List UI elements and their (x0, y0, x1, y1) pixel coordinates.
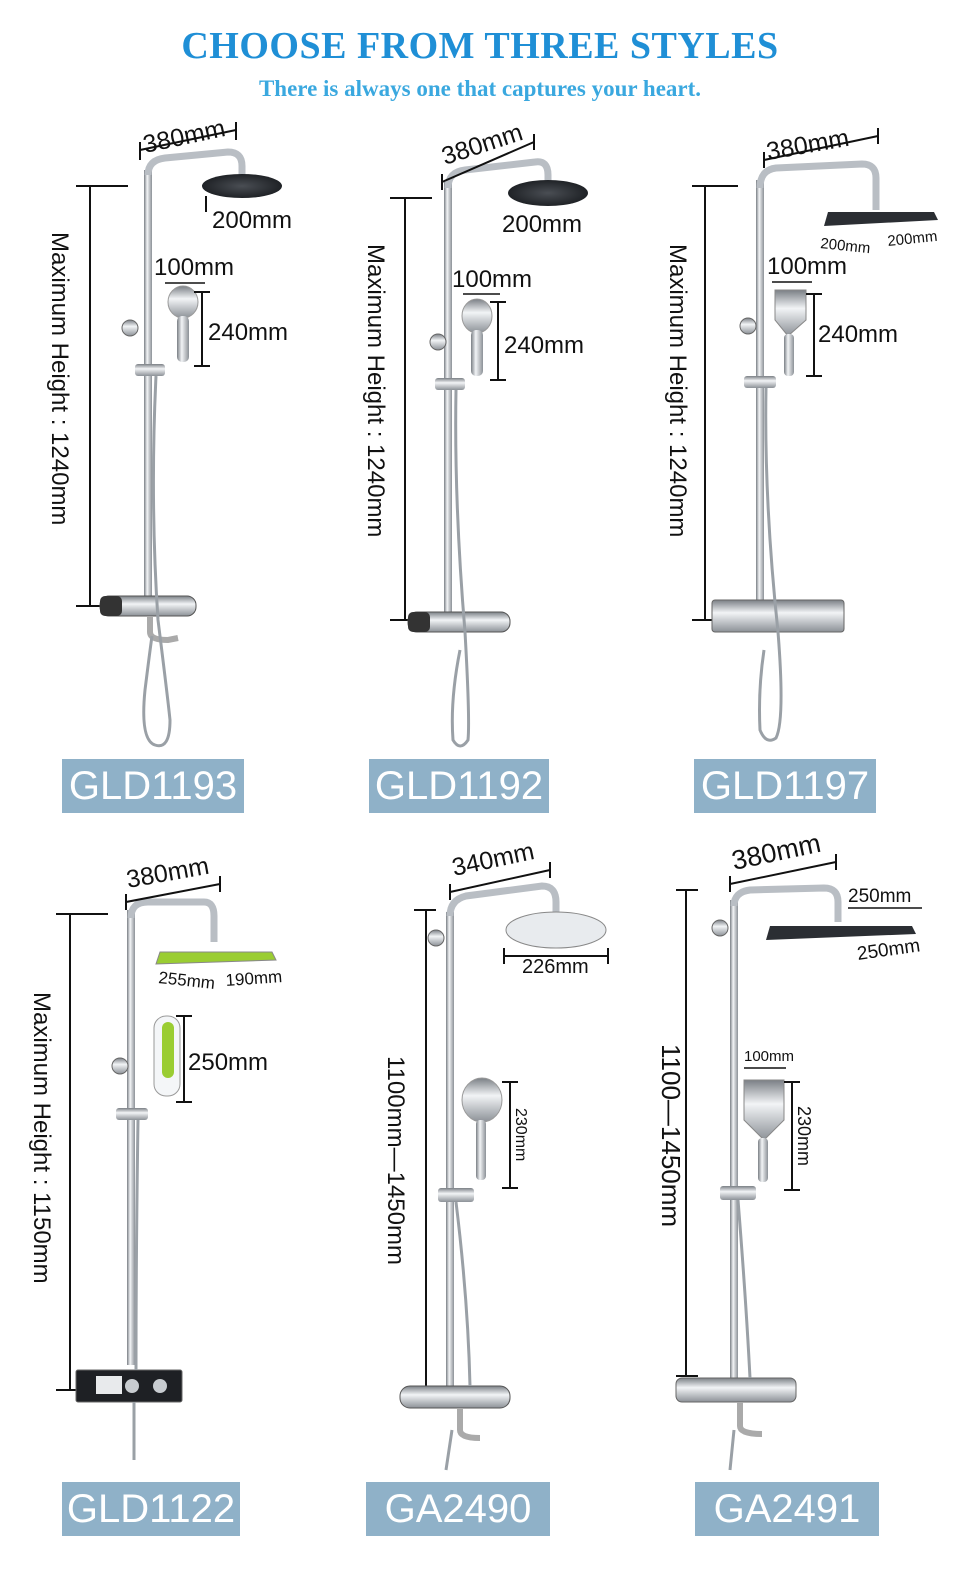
model-badge: GLD1122 (62, 1482, 240, 1536)
dimension-label: 226mm (522, 956, 589, 978)
dimension-label: 240mm (208, 319, 288, 346)
rain-head-icon (155, 951, 277, 965)
model-badge: GA2490 (366, 1482, 550, 1536)
dimension-label: Maximum Height : 1240mm (664, 244, 691, 537)
dimension-label: 240mm (504, 332, 584, 359)
rain-head-icon (505, 911, 607, 949)
dimension-label: 250mm (848, 886, 911, 907)
page-subtitle: There is always one that captures your h… (258, 76, 702, 101)
dimension-label: 200mm (820, 235, 872, 257)
shower-illustration: 380mm 255mm 190mm 250mm Maximum Height :… (28, 852, 283, 1460)
shower-illustration: 380mm 200mm 100mm 240mm Maximum Height :… (46, 114, 292, 748)
rain-head-icon (824, 212, 938, 226)
dimension-label: 1100mm—1450mm (382, 1056, 409, 1265)
shower-illustration: 380mm 250mm 250mm 100mm 230mm 1100—1450m… (656, 828, 922, 1471)
product-gld1197[interactable]: 380mm 200mm 200mm 100mm 240mm Maximum He… (640, 0, 960, 820)
page-title: CHOOSE FROM THREE STYLES (181, 25, 779, 67)
dimension-label: 200mm (212, 207, 292, 234)
model-badge: GLD1193 (62, 759, 244, 813)
model-badge: GA2491 (695, 1482, 879, 1536)
dimension-label: 240mm (818, 321, 898, 348)
dimension-label: Maximum Height : 1240mm (46, 232, 73, 525)
dimension-label: 200mm (502, 211, 582, 238)
dimension-label: 190mm (225, 967, 283, 990)
dimension-label: 100mm (154, 254, 234, 281)
product-ga2490[interactable]: 340mm 226mm 230mm 1100mm—1450mm GA2490 (320, 830, 640, 1570)
product-gld1122[interactable]: 380mm 255mm 190mm 250mm Maximum Height :… (0, 830, 320, 1570)
dimension-label: 100mm (767, 253, 847, 280)
shower-illustration: 340mm 226mm 230mm 1100mm—1450mm (382, 837, 609, 1471)
product-gld1193[interactable]: 380mm 200mm 100mm 240mm Maximum Height :… (0, 0, 320, 820)
dimension-label: 380mm (729, 828, 823, 876)
dimension-label: 100mm (452, 266, 532, 293)
shower-illustration: 380mm 200mm 200mm 100mm 240mm Maximum He… (664, 124, 939, 742)
dimension-label: 380mm (764, 124, 851, 166)
dimension-label: 1100—1450mm (656, 1044, 686, 1227)
model-badge: GLD1197 (694, 759, 876, 813)
product-ga2491[interactable]: 380mm 250mm 250mm 100mm 230mm 1100—1450m… (640, 828, 960, 1570)
model-badge: GLD1192 (369, 759, 549, 813)
dimension-label: 255mm (158, 968, 216, 993)
rain-head-icon (202, 174, 282, 198)
dimension-label: Maximum Height : 1240mm (362, 244, 389, 537)
product-gld1192[interactable]: 380mm 200mm 100mm 240mm Maximum Height :… (320, 0, 640, 820)
rain-head-icon (766, 926, 916, 940)
shower-illustration: 380mm 200mm 100mm 240mm Maximum Height :… (362, 118, 588, 748)
dimension-label: 100mm (744, 1048, 794, 1065)
dimension-label: 230mm (794, 1106, 814, 1166)
dimension-label: Maximum Height : 1150mm (28, 992, 55, 1284)
dimension-label: 200mm (887, 228, 939, 250)
rain-head-icon (508, 180, 588, 206)
dimension-label: 230mm (512, 1108, 529, 1161)
dimension-label: 250mm (856, 935, 922, 965)
dimension-label: 250mm (188, 1049, 268, 1076)
